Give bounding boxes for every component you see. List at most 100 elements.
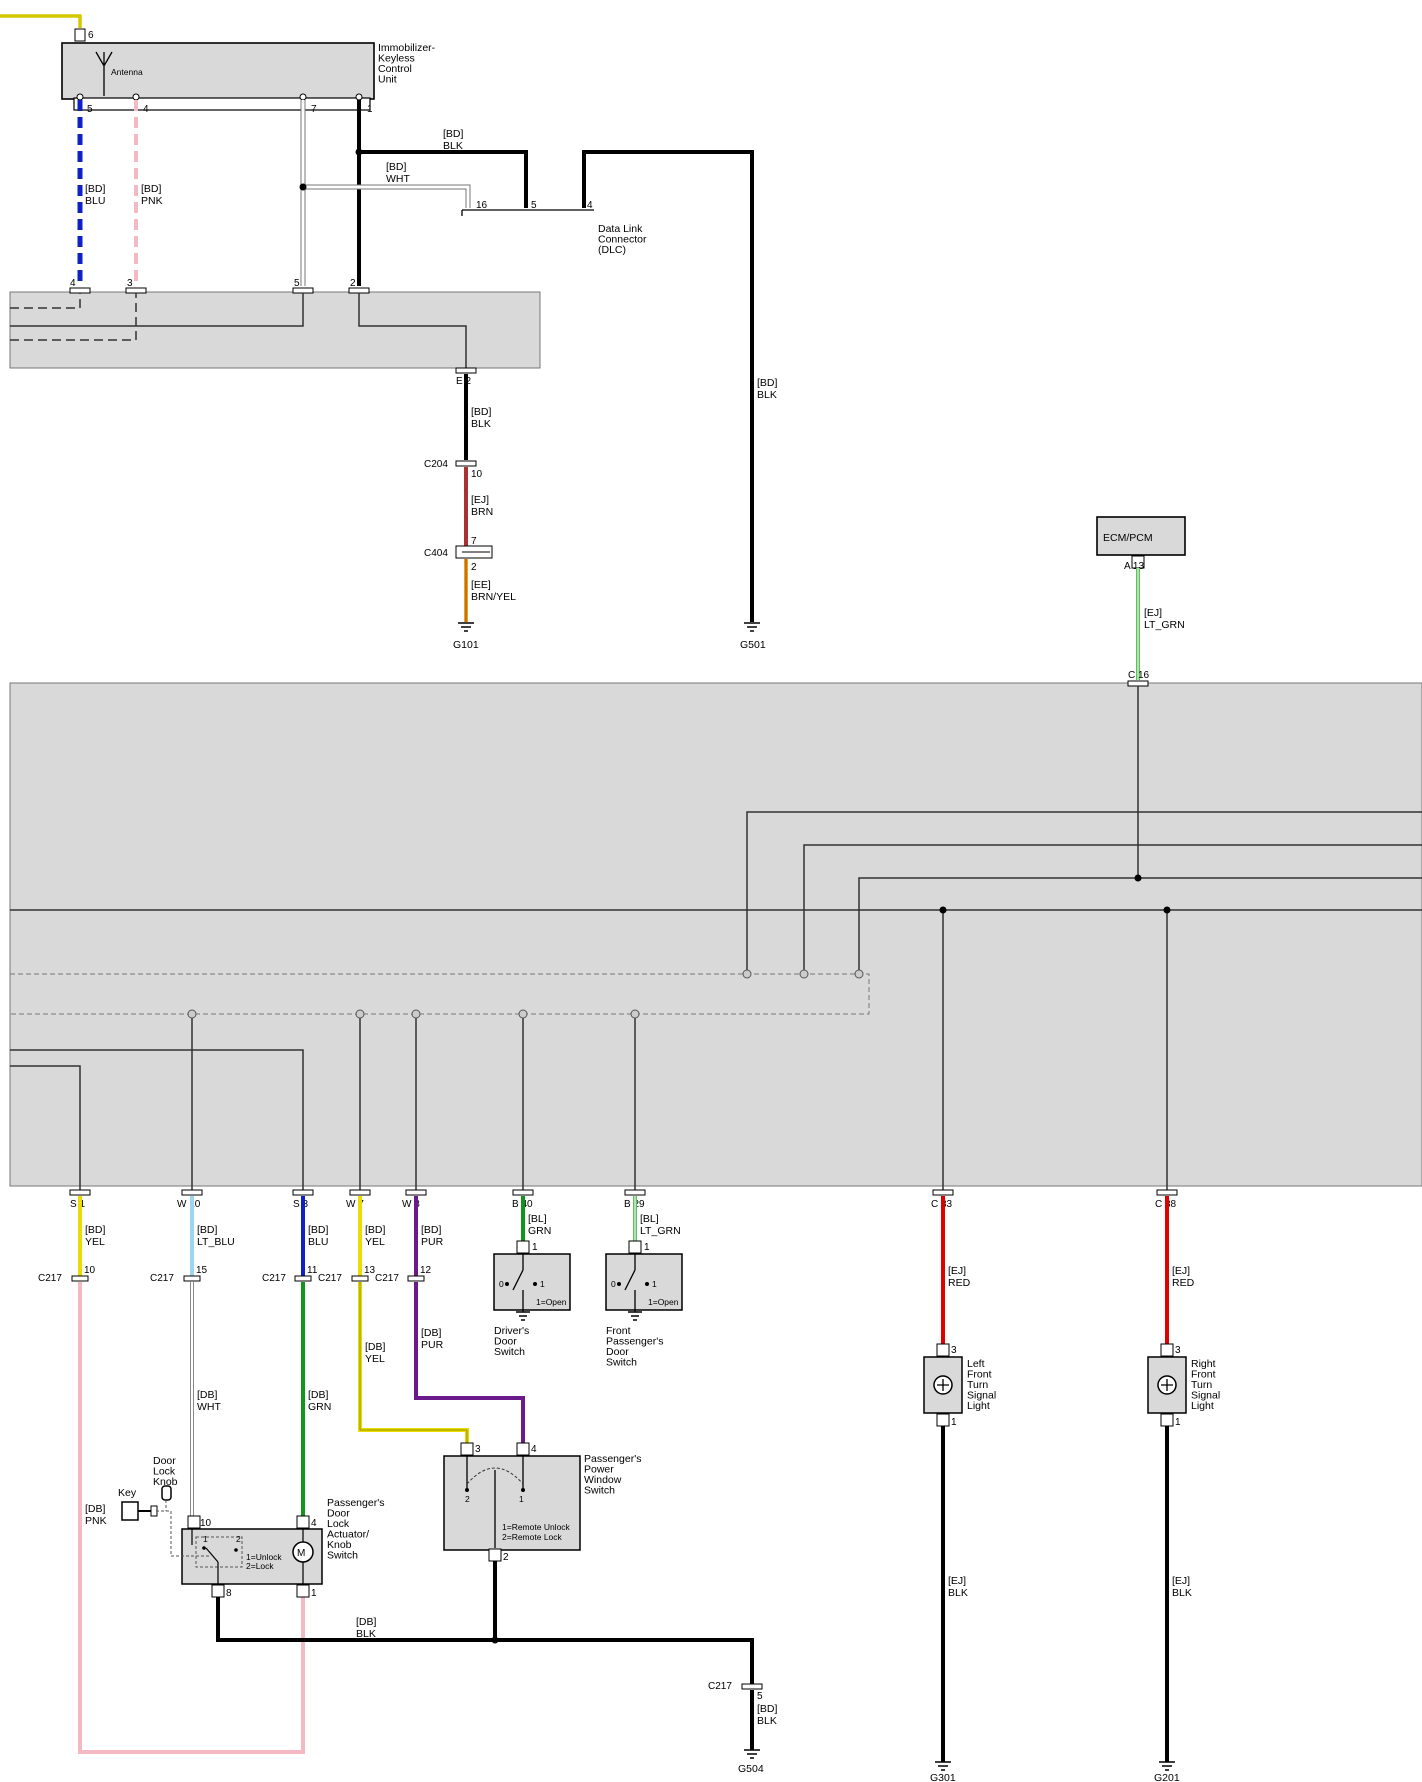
svg-text:2: 2: [471, 562, 477, 573]
svg-text:1=Remote Unlock: 1=Remote Unlock: [502, 1522, 571, 1532]
svg-text:[DB]YEL: [DB]YEL: [365, 1341, 386, 1365]
svg-text:C217: C217: [262, 1273, 286, 1284]
svg-text:1=Unlock: 1=Unlock: [246, 1552, 282, 1562]
pin-c16: C 16: [1128, 670, 1150, 681]
ground-icon: [628, 1311, 642, 1321]
svg-text:C217: C217: [318, 1273, 342, 1284]
svg-text:C404: C404: [424, 548, 448, 559]
label-brn-yel: [EE]BRN/YEL: [471, 579, 516, 603]
svg-text:12: 12: [420, 1265, 432, 1276]
svg-text:0: 0: [611, 1279, 616, 1289]
svg-text:4: 4: [531, 1444, 537, 1455]
module-bottom-connectors: S 1 W 10 S 3 W 7 W 8 B 40 B 29 C 33 C 38: [69, 1189, 1178, 1210]
svg-text:3: 3: [951, 1345, 957, 1356]
front-passenger-door-switch: 1 0 1 1=Open Front Passenger's Door Swit…: [605, 1240, 683, 1369]
ground-g301-label: G301: [930, 1772, 956, 1782]
svg-text:1: 1: [519, 1494, 524, 1504]
svg-text:Front Passenger's: Front Passenger's Door Switch: [606, 1325, 666, 1369]
svg-text:2: 2: [236, 1534, 241, 1544]
svg-text:[BD]PUR: [BD]PUR: [421, 1224, 444, 1248]
wire-g501-blk: [582, 150, 754, 622]
svg-text:[BD]YEL: [BD]YEL: [365, 1224, 386, 1248]
svg-text:S 3: S 3: [293, 1199, 308, 1210]
svg-text:Left Front Turn: Left Front Turn Signal Light: [967, 1358, 999, 1412]
key-icon: [121, 1501, 158, 1521]
data-link-connector: 16 5 4 Data Link Connector (DLC): [461, 200, 647, 256]
wire-imm-power-yel: [0, 14, 82, 28]
svg-text:C217: C217: [38, 1273, 62, 1284]
svg-text:7: 7: [471, 536, 477, 547]
pin-imm-6: 6: [88, 30, 94, 41]
antenna-icon: [95, 51, 113, 96]
pin-m-4: 4: [70, 278, 76, 289]
ground-g504-label: G504: [738, 1763, 764, 1775]
pin-dlc-4: 4: [587, 200, 593, 211]
passenger-door-lock-actuator: 10 4 1 2 1=Unlock 2=Lock M 8 1 Passenger…: [181, 1497, 387, 1599]
ground-g201-icon: [1159, 1761, 1175, 1771]
svg-text:Driver's Door Swit: Driver's Door Switch: [494, 1325, 532, 1358]
svg-text:10: 10: [84, 1265, 96, 1276]
ground-g504-icon: [744, 1749, 760, 1759]
wire-db-pur: [414, 1282, 525, 1448]
svg-text:[EJ]BLK: [EJ]BLK: [948, 1575, 968, 1599]
svg-text:10: 10: [471, 469, 483, 480]
svg-text:11: 11: [307, 1265, 318, 1276]
label-dlc-blk: [BD]BLK: [443, 128, 464, 152]
svg-text:[DB]BLK: [DB]BLK: [356, 1616, 377, 1640]
label-dlc-wht: [BD]WHT: [386, 161, 410, 185]
svg-text:[BL]GRN: [BL]GRN: [528, 1213, 551, 1237]
passenger-power-window-switch: 3 4 2 1 1=Remote Unlock 2=Remote Lock 2 …: [443, 1442, 641, 1563]
right-front-turn-signal-light: 3 1 Right Front Turn Signal Light: [1147, 1343, 1223, 1428]
svg-text:1=Open: 1=Open: [536, 1297, 567, 1307]
svg-text:1: 1: [644, 1242, 650, 1253]
svg-text:[EJ]BLK: [EJ]BLK: [1172, 1575, 1192, 1599]
pin-imm-1: 1: [367, 104, 373, 115]
pin-dlc-5: 5: [531, 200, 537, 211]
svg-text:1: 1: [203, 1534, 208, 1544]
svg-text:1: 1: [532, 1242, 538, 1253]
antenna-label: Antenna: [111, 67, 143, 77]
svg-text:1: 1: [1175, 1417, 1181, 1428]
svg-text:[BD]BLK: [BD]BLK: [757, 1703, 778, 1727]
upper-module-block: [9, 291, 541, 369]
svg-text:[BD]BLU: [BD]BLU: [308, 1224, 329, 1248]
svg-text:2: 2: [503, 1552, 509, 1563]
pin-m-2: 2: [350, 278, 356, 289]
pin-imm-4: 4: [143, 104, 149, 115]
label-imm-blu: [BD]BLU: [85, 183, 106, 207]
svg-text:1: 1: [951, 1417, 957, 1428]
ground-g501-icon: [744, 622, 760, 632]
wire-db-yel: [358, 1282, 469, 1448]
svg-text:1: 1: [311, 1588, 317, 1599]
svg-text:M: M: [297, 1548, 305, 1559]
pin-m-5: 5: [294, 278, 300, 289]
key-label: Key: [118, 1487, 137, 1499]
svg-text:[DB]PNK: [DB]PNK: [85, 1503, 107, 1527]
svg-text:2=Remote Lock: 2=Remote Lock: [502, 1532, 563, 1542]
body-control-module-block: [9, 682, 1422, 1187]
label-e2-blk: [BD]BLK: [471, 406, 492, 430]
svg-text:1=Open: 1=Open: [648, 1297, 679, 1307]
svg-text:ECM/PCM: ECM/PCM: [1103, 532, 1153, 544]
svg-text:15: 15: [196, 1265, 208, 1276]
svg-text:10: 10: [200, 1518, 212, 1529]
svg-text:[BD]YEL: [BD]YEL: [85, 1224, 106, 1248]
svg-text:5: 5: [757, 1691, 763, 1702]
svg-text:8: 8: [226, 1588, 232, 1599]
ground-g501-label: G501: [740, 639, 766, 651]
label-g501-blk: [BD]BLK: [757, 377, 778, 401]
left-front-turn-signal-light: 3 1 Left Front Turn Signal Light: [923, 1343, 999, 1428]
svg-text:C204: C204: [424, 459, 448, 470]
svg-text:Right Front Turn: Right Front Turn Signal Light: [1191, 1358, 1223, 1412]
connector-c404: C404 7 2: [424, 536, 493, 573]
c217-connector-row: C217 C217 C217 C217 C217 10 15 11 13 12: [38, 1265, 432, 1284]
wire-dlc-blk: [359, 150, 528, 208]
label-lt-grn-ecm: [EJ]LT_GRN: [1144, 607, 1185, 631]
ground-g101-label: G101: [453, 639, 479, 651]
label-brn: [EJ]BRN: [471, 494, 493, 518]
upper-module-connectors: 4 3 5 2: [69, 278, 370, 294]
pin-e2: E 2: [456, 376, 471, 387]
svg-text:Passenger's Door L: Passenger's Door Lock Actuator/ Knob Swi…: [327, 1497, 387, 1562]
pin-dlc-16: 16: [476, 200, 488, 211]
